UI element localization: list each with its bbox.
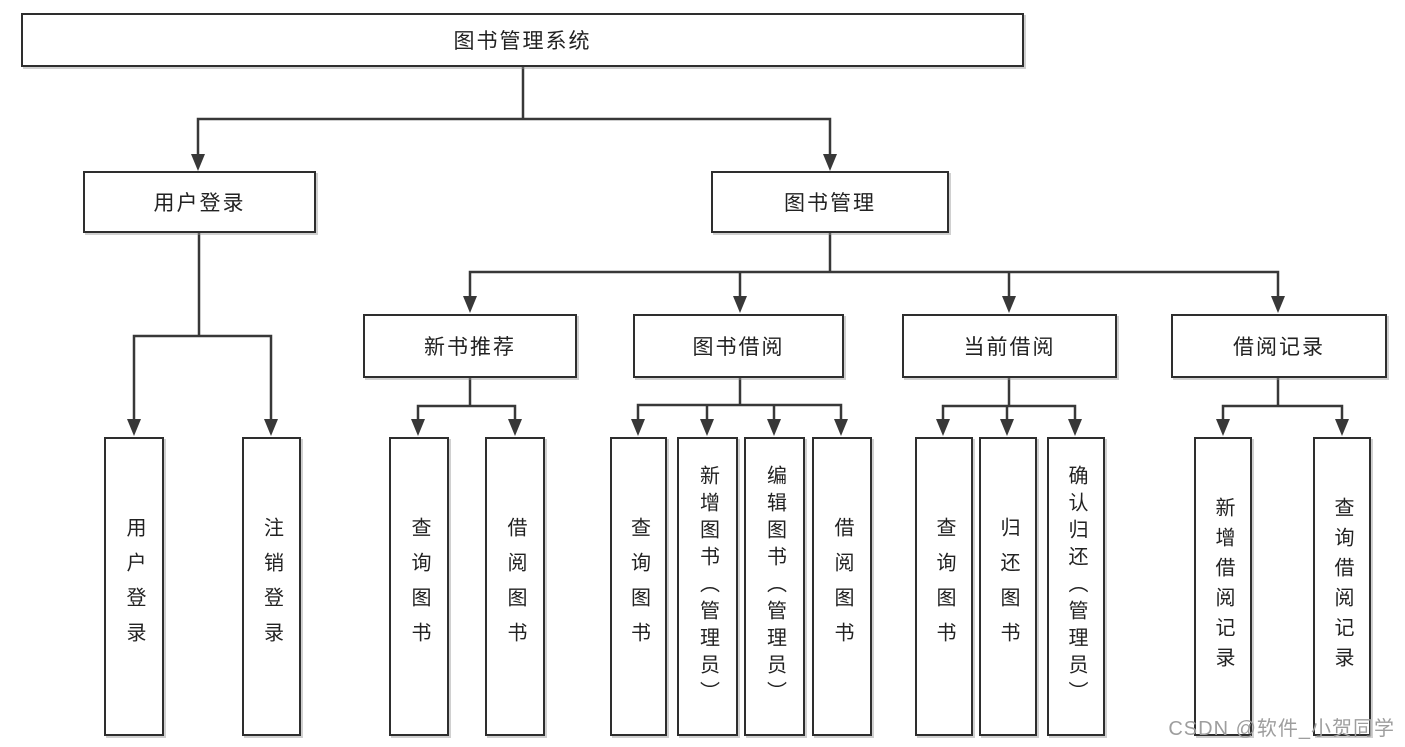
- connector-current-borrow-bracket: [941, 404, 1077, 423]
- leaf-query-books-label: 查询图书: [408, 516, 430, 657]
- connector-user-login-bracket: [132, 334, 273, 423]
- arrow-down-icon: [767, 419, 781, 436]
- node-new-book-recommend: 新书推荐: [363, 314, 577, 378]
- node-user-login-label: 用户登录: [153, 192, 246, 215]
- leaf-user-login-label: 用户登录: [123, 516, 145, 657]
- arrow-down-icon: [823, 154, 837, 171]
- connector-records-bracket: [1221, 404, 1344, 423]
- arrow-down-icon: [127, 419, 141, 436]
- arrow-down-icon: [508, 419, 522, 436]
- connector-level2-bracket: [196, 117, 832, 158]
- leaf-borrow-books-2: 借阅图书: [812, 437, 872, 736]
- leaf-confirm-return-admin-label: 确认归还（管理员）: [1065, 465, 1087, 708]
- leaf-return-book-label: 归还图书: [997, 516, 1019, 657]
- leaf-query-books-2: 查询图书: [610, 437, 667, 736]
- arrow-down-icon: [1216, 419, 1230, 436]
- arrow-down-icon: [834, 419, 848, 436]
- node-current-borrowing-label: 当前借阅: [963, 336, 1056, 359]
- leaf-edit-book-admin: 编辑图书（管理员）: [744, 437, 805, 736]
- node-root: 图书管理系统: [21, 13, 1024, 67]
- leaf-confirm-return-admin: 确认归还（管理员）: [1047, 437, 1105, 736]
- leaf-query-books: 查询图书: [389, 437, 449, 736]
- arrow-down-icon: [1271, 296, 1285, 313]
- leaf-borrow-books-2-label: 借阅图书: [831, 516, 853, 657]
- leaf-query-books-3: 查询图书: [915, 437, 973, 736]
- leaf-add-borrow-record: 新增借阅记录: [1194, 437, 1252, 736]
- leaf-edit-book-admin-label: 编辑图书（管理员）: [763, 465, 786, 708]
- connector-new-book-bracket: [416, 404, 517, 423]
- leaf-return-book: 归还图书: [979, 437, 1037, 736]
- arrow-down-icon: [1068, 419, 1082, 436]
- node-book-borrowing: 图书借阅: [633, 314, 844, 378]
- arrow-down-icon: [1335, 419, 1349, 436]
- connector-book-mgmt-bracket: [468, 270, 1280, 300]
- arrow-down-icon: [936, 419, 950, 436]
- node-current-borrowing: 当前借阅: [902, 314, 1117, 378]
- arrow-down-icon: [733, 296, 747, 313]
- arrow-down-icon: [1002, 296, 1016, 313]
- arrow-down-icon: [411, 419, 425, 436]
- arrow-down-icon: [631, 419, 645, 436]
- arrow-down-icon: [1000, 419, 1014, 436]
- leaf-query-borrow-record-label: 查询借阅记录: [1331, 496, 1353, 677]
- leaf-user-login: 用户登录: [104, 437, 164, 736]
- node-borrow-records-label: 借阅记录: [1233, 336, 1325, 359]
- node-borrow-records: 借阅记录: [1171, 314, 1387, 378]
- leaf-add-book-admin-label: 新增图书（管理员）: [696, 465, 719, 708]
- node-root-label: 图书管理系统: [453, 30, 592, 53]
- leaf-logout-label: 注销登录: [260, 516, 283, 657]
- leaf-borrow-books-label: 借阅图书: [504, 516, 526, 657]
- csdn-watermark: CSDN @软件_小贺同学: [1168, 718, 1395, 740]
- connector-book-borrow-bracket: [636, 403, 843, 423]
- leaf-query-borrow-record: 查询借阅记录: [1313, 437, 1371, 736]
- leaf-query-books-2-label: 查询图书: [627, 516, 650, 657]
- node-user-login: 用户登录: [83, 171, 316, 233]
- node-book-borrowing-label: 图书借阅: [692, 336, 785, 359]
- leaf-add-book-admin: 新增图书（管理员）: [677, 437, 738, 736]
- arrow-down-icon: [191, 154, 205, 171]
- arrow-down-icon: [264, 419, 278, 436]
- node-book-management: 图书管理: [711, 171, 949, 233]
- arrow-down-icon: [463, 296, 477, 313]
- leaf-borrow-books: 借阅图书: [485, 437, 545, 736]
- arrow-down-icon: [700, 419, 714, 436]
- leaf-add-borrow-record-label: 新增借阅记录: [1212, 496, 1234, 677]
- node-book-management-label: 图书管理: [784, 192, 876, 215]
- leaf-query-books-3-label: 查询图书: [933, 516, 955, 657]
- node-new-book-recommend-label: 新书推荐: [424, 336, 516, 359]
- leaf-logout: 注销登录: [242, 437, 301, 736]
